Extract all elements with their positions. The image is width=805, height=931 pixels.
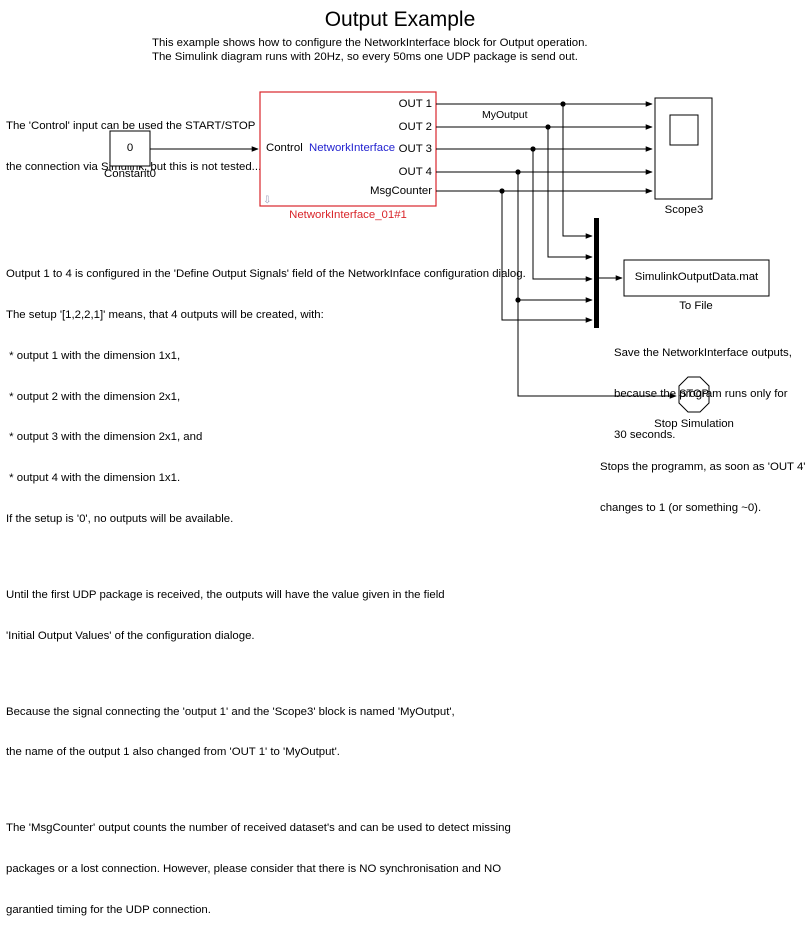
note-line: garantied timing for the UDP connection. [6, 903, 211, 916]
note-line: * output 1 with the dimension 1x1, [6, 349, 181, 362]
port-msgcounter: MsgCounter [369, 185, 432, 197]
port-out2: OUT 2 [398, 121, 432, 133]
save-note-line-3: 30 seconds. [614, 428, 676, 441]
network-interface-label: NetworkInterface [309, 142, 396, 154]
scope-block[interactable] [654, 97, 713, 200]
wire-out4-stop [517, 300, 677, 399]
wire-out3-mux [532, 149, 593, 282]
constant-name: Constant0 [104, 168, 156, 180]
control-note: The 'Control' input can be used the STAR… [6, 93, 261, 188]
note-line: If the setup is '0', no outputs will be … [6, 512, 234, 525]
port-control: Control [266, 142, 303, 154]
save-note-line-1: Save the NetworkInterface outputs, [614, 347, 792, 360]
stop-name: Stop Simulation [654, 418, 734, 430]
note-line: The 'MsgCounter' output counts the numbe… [6, 822, 511, 835]
wire-out2-mux [547, 127, 593, 260]
note-line [6, 787, 526, 795]
intro-line-1: This example shows how to configure the … [152, 37, 588, 49]
intro-line-2: The Simulink diagram runs with 20Hz, so … [152, 51, 578, 63]
scope-name: Scope3 [664, 204, 704, 216]
note-line: * output 4 with the dimension 1x1. [6, 472, 181, 485]
scope-screen-icon [669, 114, 699, 146]
configuration-notes: Output 1 to 4 is configured in the 'Defi… [6, 241, 526, 931]
note-line: packages or a lost connection. However, … [6, 863, 502, 876]
network-interface-name: NetworkInterface_01#1 [289, 209, 407, 221]
stop-note-line-1: Stops the programm, as soon as 'OUT 4' [600, 461, 805, 474]
stop-note-line-2: changes to 1 (or something ~0). [600, 501, 762, 514]
note-line: Because the signal connecting the 'outpu… [6, 705, 455, 718]
network-interface-block[interactable] [259, 91, 437, 207]
diagram-title: Output Example [324, 8, 476, 31]
port-out4: OUT 4 [398, 166, 432, 178]
control-note-line-1: The 'Control' input can be used the STAR… [6, 120, 256, 133]
to-file-block[interactable] [623, 259, 770, 297]
note-line: Output 1 to 4 is configured in the 'Defi… [6, 268, 526, 281]
save-note: Save the NetworkInterface outputs, becau… [614, 320, 792, 456]
port-out3: OUT 3 [398, 143, 432, 155]
wire-msgcounter-mux [501, 191, 593, 323]
intro-text: This example shows how to configure the … [152, 36, 588, 64]
signal-wires: ⇩ [109, 91, 770, 413]
note-line: Until the first UDP package is received,… [6, 588, 445, 601]
note-line: The setup '[1,2,2,1]' means, that 4 outp… [6, 308, 324, 321]
signal-label-myoutput: MyOutput [482, 109, 528, 121]
note-line: the name of the output 1 also changed fr… [6, 746, 340, 759]
note-line: * output 3 with the dimension 2x1, and [6, 431, 203, 444]
to-file-filename: SimulinkOutputData.mat [634, 271, 759, 283]
block-mask-icon: ⇩ [263, 195, 271, 206]
save-note-line-2: because the program runs only for [614, 387, 788, 400]
control-note-line-2: the connection via Simulink, but this is… [6, 160, 262, 173]
wire-out1-mux [562, 104, 593, 239]
note-line: * output 2 with the dimension 2x1, [6, 390, 181, 403]
stop-note: Stops the programm, as soon as 'OUT 4' c… [600, 434, 805, 529]
port-out1: OUT 1 [398, 98, 432, 110]
to-file-name: To File [679, 300, 713, 312]
stop-label: STOP [679, 388, 709, 400]
note-line [6, 554, 526, 562]
constant-block[interactable] [109, 130, 151, 167]
note-line [6, 670, 526, 678]
note-line: 'Initial Output Values' of the configura… [6, 629, 255, 642]
stop-block[interactable] [678, 376, 710, 413]
constant-value: 0 [126, 142, 134, 154]
mux-block[interactable] [594, 218, 599, 328]
